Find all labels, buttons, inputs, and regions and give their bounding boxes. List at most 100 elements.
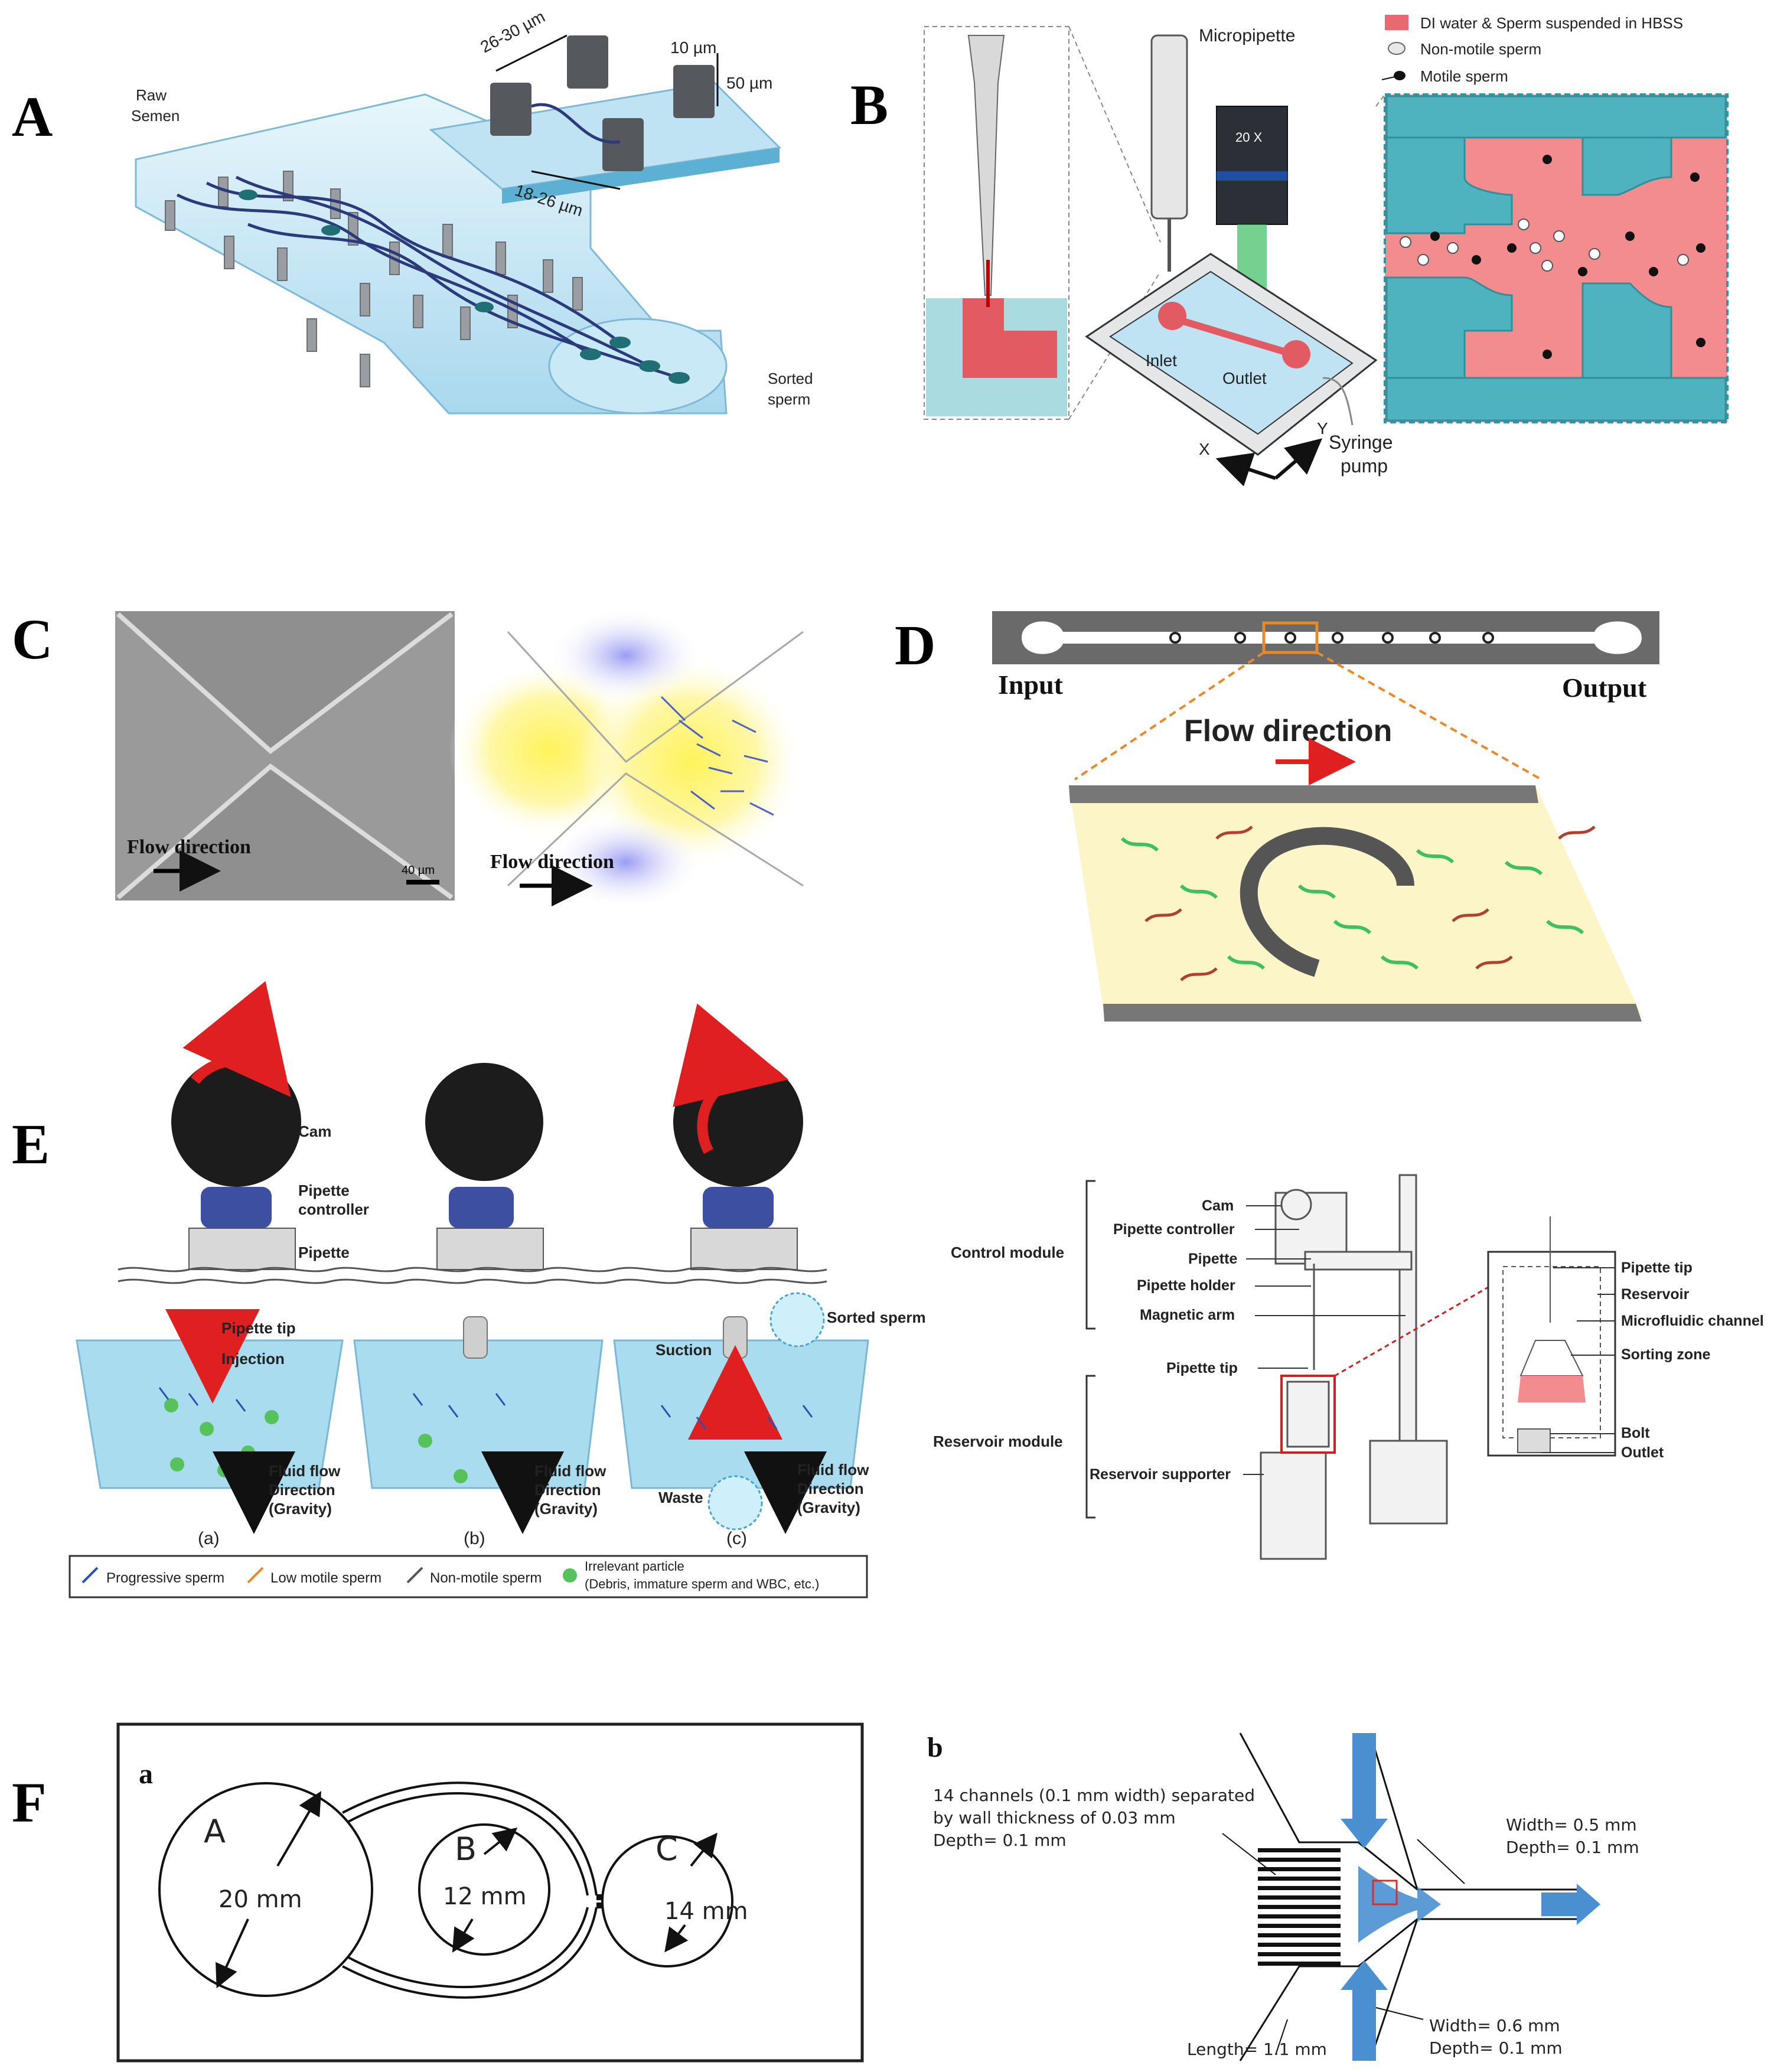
syringe-pump-label-2: pump [1341, 455, 1388, 477]
pipette-controller-label-2: controller [298, 1200, 369, 1218]
micropipette [1150, 34, 1188, 220]
channels-text-3: Depth= 0.1 mm [933, 1830, 1067, 1850]
callout-r-outlet: Outlet [1621, 1444, 1664, 1461]
callout-pipette: Pipette [1188, 1251, 1237, 1267]
legend-nonmotile: Non-motile sperm [1420, 40, 1541, 58]
sorted-sperm-label: Sorted sperm [827, 1309, 926, 1326]
panel-letter-b: B [850, 73, 888, 136]
scale-bar [406, 880, 439, 885]
sub-a-label: a [139, 1758, 153, 1790]
legend-low-motile: Low motile sperm [270, 1570, 381, 1586]
callout-pipette-controller: Pipette controller [1113, 1221, 1235, 1238]
dim-a: 20 mm [219, 1886, 302, 1913]
fluid-flow-c-3: (Gravity) [797, 1499, 860, 1516]
f-b-sorting-box [1372, 1880, 1398, 1905]
inset-pillars [490, 35, 715, 171]
f-b-outline [1239, 1732, 1583, 2061]
f-a-frame [116, 1722, 864, 2063]
micropipette-label: Micropipette [1199, 26, 1295, 45]
pipette-tip-label: Pipette tip [221, 1319, 296, 1337]
outlet-well [1282, 340, 1310, 368]
sorted-sperm-label-2: sperm [768, 390, 810, 408]
pipette-label: Pipette [298, 1244, 350, 1261]
legend-particle: Irrelevant particle [585, 1559, 684, 1574]
sperm-dots [158, 1387, 813, 1430]
fourteen-channels [1258, 1848, 1341, 1966]
sub-b-label: b [927, 1732, 943, 1763]
output-label: Output [1562, 673, 1647, 703]
fluid-flow-b-1: Fluid flow [534, 1462, 606, 1480]
inset-sample [963, 298, 1057, 378]
device-traps [1169, 632, 1494, 644]
callout-cam: Cam [1202, 1197, 1234, 1214]
f-a-radius-arrows [216, 1791, 718, 1989]
circle-b-label: B [455, 1830, 477, 1868]
fluid-flow-a-2: Direction [269, 1481, 335, 1499]
legend-motile: Motile sperm [1420, 67, 1508, 85]
e-right-callouts: Pipette tip Reservoir Microfluidic chann… [1541, 1259, 1764, 1461]
fluid-flow-a-3: (Gravity) [269, 1500, 332, 1518]
sorted-sperm-bubble [769, 1292, 825, 1347]
axis-x-label: X [1199, 440, 1210, 458]
dim-c: 14 mm [664, 1898, 748, 1925]
out-text-1: Width= 0.5 mm [1506, 1815, 1637, 1835]
channels-text-2: by wall thickness of 0.03 mm [933, 1808, 1176, 1828]
zoom-box [1262, 621, 1319, 654]
legend-water: DI water & Sperm suspended in HBSS [1420, 14, 1683, 32]
callout-magnetic-arm: Magnetic arm [1140, 1307, 1235, 1323]
chip-channel [1174, 315, 1294, 358]
circle-a-label: A [204, 1813, 226, 1850]
fluid-flow-a-1: Fluid flow [269, 1462, 341, 1480]
legend-swatch-water [1385, 15, 1408, 30]
in-text-1: Width= 0.6 mm [1429, 2016, 1560, 2035]
callout-r-sorting-zone: Sorting zone [1621, 1346, 1710, 1363]
callout-r-bolt: Bolt [1621, 1425, 1650, 1441]
immotile-sperm-red [1144, 825, 1596, 981]
sorter-apparatus [1260, 1174, 1448, 1560]
cam-label-a: Cam [298, 1123, 331, 1140]
callout-reservoir-supporter: Reservoir supporter [1090, 1466, 1231, 1483]
outlet-label: Outlet [1222, 369, 1267, 387]
waste-bubble [707, 1475, 763, 1531]
sorted-sperm-label-1: Sorted [768, 370, 813, 387]
objective-lens [1216, 106, 1288, 225]
e-left-callouts: Cam Pipette controller Pipette Pipette h… [1090, 1197, 1405, 1483]
zoomed-reservoir [1487, 1251, 1616, 1457]
control-module-label: Control module [951, 1244, 1064, 1261]
raw-semen-label-1: Raw [136, 86, 167, 104]
panel-d: D Input Output Flow direction [895, 611, 1659, 1022]
schematic-sperm [660, 696, 774, 816]
panel-letter-f: F [12, 1771, 47, 1834]
axis-y-arrow [1274, 438, 1323, 480]
inset-pipette-tip [967, 35, 1005, 296]
f-a-circles [158, 1781, 733, 1999]
bolt [1517, 1428, 1551, 1453]
fluid-flow-b-2: Direction [534, 1481, 601, 1499]
legend-motile-icon [1394, 71, 1405, 80]
cam-mechanisms [118, 981, 827, 1284]
inlet-label: Inlet [1146, 351, 1177, 370]
dim-top: 10 µm [670, 38, 716, 57]
reservoir-trays [76, 1339, 869, 1489]
flow-direction-label: Flow direction [1184, 714, 1392, 748]
sperm-heads [239, 190, 690, 384]
input-label: Input [998, 670, 1064, 700]
sperm-tracks [176, 175, 680, 380]
callout-r-pipette-tip: Pipette tip [1621, 1259, 1693, 1276]
callout-r-microfluidic-channel: Microfluidic channel [1621, 1313, 1764, 1329]
legend-nonmotile-icon [1388, 42, 1405, 55]
length-text: Length= 1.1 mm [1187, 2040, 1327, 2059]
panel-letter-c: C [12, 608, 53, 671]
callout-pipette-holder: Pipette holder [1137, 1277, 1235, 1294]
inset-nonmotile-sperm [1400, 218, 1689, 272]
c-shaped-trap [1240, 827, 1414, 977]
panel-e: E Cam Pipette controller Pipette [12, 981, 1764, 1598]
in-text-2: Depth= 0.1 mm [1429, 2038, 1563, 2058]
sublabel-a: (a) [198, 1529, 220, 1548]
callout-pipette-tip: Pipette tip [1166, 1360, 1238, 1376]
zoomed-channel [1069, 785, 1642, 1016]
gravity-arrows [213, 1451, 827, 1534]
dim-height: 50 µm [726, 74, 772, 92]
f-b-flow-arrows [1341, 1733, 1600, 2061]
